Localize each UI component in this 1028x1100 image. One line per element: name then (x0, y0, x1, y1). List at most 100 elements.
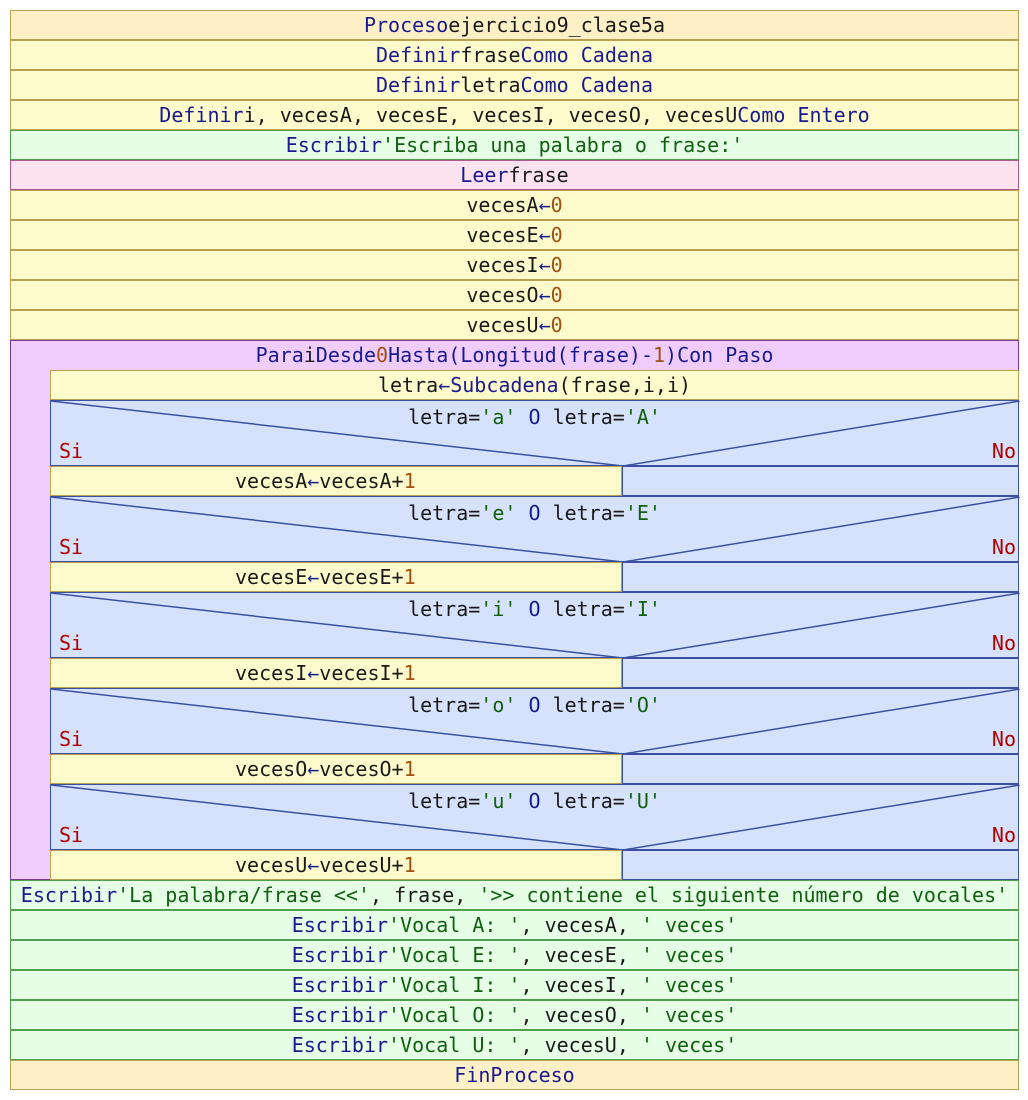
one-value: 1 (403, 757, 416, 781)
fin-proceso: FinProceso (10, 1060, 1019, 1090)
var-name: vecesU (466, 313, 539, 337)
condition-diagonals (51, 785, 1020, 851)
kw-escribir: Escribir (291, 973, 389, 997)
proceso-header: Proceso ejercicio9_clase5a (10, 10, 1019, 40)
definir-enteros: Definir i, vecesA, vecesE, vecesI, veces… (10, 100, 1019, 130)
assign-arrow: ← (307, 661, 320, 685)
si-label: Si (59, 631, 84, 655)
veces-string: ' veces' (640, 1003, 738, 1027)
assign-arrow: ← (307, 469, 320, 493)
kw-definir: Definir (376, 43, 461, 67)
plus-sign: + (391, 661, 404, 685)
string-part-2: '>> contiene el siguiente número de voca… (478, 883, 1009, 907)
var-list: i, vecesA, vecesE, vecesI, vecesO, veces… (243, 103, 738, 127)
proceso-keyword: Proceso (363, 13, 449, 37)
zero-value: 0 (550, 223, 563, 247)
var-name: vecesI (466, 253, 539, 277)
assign-arrow: ← (438, 373, 451, 397)
increment-4: vecesU ← vecesU+1 (50, 850, 622, 880)
var-name: vecesE (544, 943, 617, 967)
assign-arrow: ← (307, 757, 320, 781)
condition-text: letra='e' O letra='E' (408, 501, 661, 525)
loop-expr-close: ) (665, 343, 678, 367)
one-value: 1 (403, 661, 416, 685)
si-label: Si (59, 727, 84, 751)
plus-sign: + (391, 565, 404, 589)
no-branch-empty-3 (622, 754, 1019, 784)
condition-text: letra='i' O letra='I' (408, 597, 661, 621)
no-branch-empty-1 (622, 562, 1019, 592)
var-name: vecesU (319, 853, 392, 877)
var-name: vecesI (544, 973, 617, 997)
zero-value: 0 (550, 193, 563, 217)
kw-escribir: Escribir (20, 883, 118, 907)
kw-leer: Leer (460, 163, 509, 187)
var-name: vecesO (466, 283, 539, 307)
var-frase: frase (460, 43, 521, 67)
kw-como-cadena: Como Cadena (520, 43, 653, 67)
no-branch-empty-0 (622, 466, 1019, 496)
string-part-1: 'La palabra/frase <<' (117, 883, 370, 907)
escribir-vocal-2: Escribir 'Vocal I: ', vecesI, ' veces' (10, 970, 1019, 1000)
var-name: vecesU (235, 853, 308, 877)
kw-para: Para (255, 343, 304, 367)
plus-sign: + (391, 757, 404, 781)
fn-subcadena: Subcadena (450, 373, 559, 397)
var-name: vecesO (235, 757, 308, 781)
var-letra: letra (460, 73, 521, 97)
var-name: vecesA (544, 913, 617, 937)
definir-frase: Definir frase Como Cadena (10, 40, 1019, 70)
no-branch-empty-2 (622, 658, 1019, 688)
kw-escribir: Escribir (291, 1003, 389, 1027)
frase-ref: , frase, (370, 883, 479, 907)
veces-string: ' veces' (640, 973, 738, 997)
loop-expr: (Longitud(frase)- (448, 343, 653, 367)
kw-escribir: Escribir (291, 943, 389, 967)
increment-3: vecesO ← vecesO+1 (50, 754, 622, 784)
increment-2: vecesI ← vecesI+1 (50, 658, 622, 688)
condition-text: letra='a' O letra='A' (408, 405, 661, 429)
condition-0: letra='a' O letra='A' Si No (50, 400, 1020, 467)
increment-0: vecesA ← vecesA+1 (50, 466, 622, 496)
no-label: No (991, 823, 1016, 847)
no-label: No (991, 439, 1016, 463)
veces-string: ' veces' (640, 913, 738, 937)
var-name: vecesE (466, 223, 539, 247)
init-vecesA: vecesA ← 0 (10, 190, 1019, 220)
si-label: Si (59, 823, 84, 847)
assign-letra: letra ← Subcadena(frase,i,i) (50, 370, 1019, 400)
condition-1: letra='e' O letra='E' Si No (50, 496, 1020, 563)
var-name: vecesU (544, 1033, 617, 1057)
escribir-vocal-0: Escribir 'Vocal A: ', vecesA, ' veces' (10, 910, 1019, 940)
kw-hasta: Hasta (388, 343, 449, 367)
vocal-label: 'Vocal U: ' (388, 1033, 521, 1057)
condition-diagonals (51, 593, 1020, 659)
kw-escribir: Escribir (291, 1033, 389, 1057)
loop-start: 0 (376, 343, 389, 367)
one-value: 1 (403, 565, 416, 589)
kw-escribir: Escribir (285, 133, 383, 157)
vocal-label: 'Vocal O: ' (388, 1003, 521, 1027)
assign-arrow: ← (538, 253, 551, 277)
assign-arrow: ← (307, 565, 320, 589)
escribir-vocal-4: Escribir 'Vocal U: ', vecesU, ' veces' (10, 1030, 1019, 1060)
no-branch-empty-4 (622, 850, 1019, 880)
condition-diagonals (51, 497, 1020, 563)
vocal-label: 'Vocal A: ' (388, 913, 521, 937)
kw-como-entero: Como Entero (737, 103, 870, 127)
condition-2: letra='i' O letra='I' Si No (50, 592, 1020, 659)
plus-sign: + (391, 469, 404, 493)
veces-string: ' veces' (640, 1033, 738, 1057)
prompt-string: 'Escriba una palabra o frase:' (382, 133, 744, 157)
kw-desde: Desde (315, 343, 377, 367)
no-label: No (991, 535, 1016, 559)
assign-arrow: ← (538, 193, 551, 217)
init-vecesI: vecesI ← 0 (10, 250, 1019, 280)
vocal-label: 'Vocal E: ' (388, 943, 521, 967)
init-vecesU: vecesU ← 0 (10, 310, 1019, 340)
var-name: vecesI (235, 661, 308, 685)
si-label: Si (59, 439, 84, 463)
var-name: vecesA (319, 469, 392, 493)
leer-frase: Leer frase (10, 160, 1019, 190)
init-vecesO: vecesO ← 0 (10, 280, 1019, 310)
